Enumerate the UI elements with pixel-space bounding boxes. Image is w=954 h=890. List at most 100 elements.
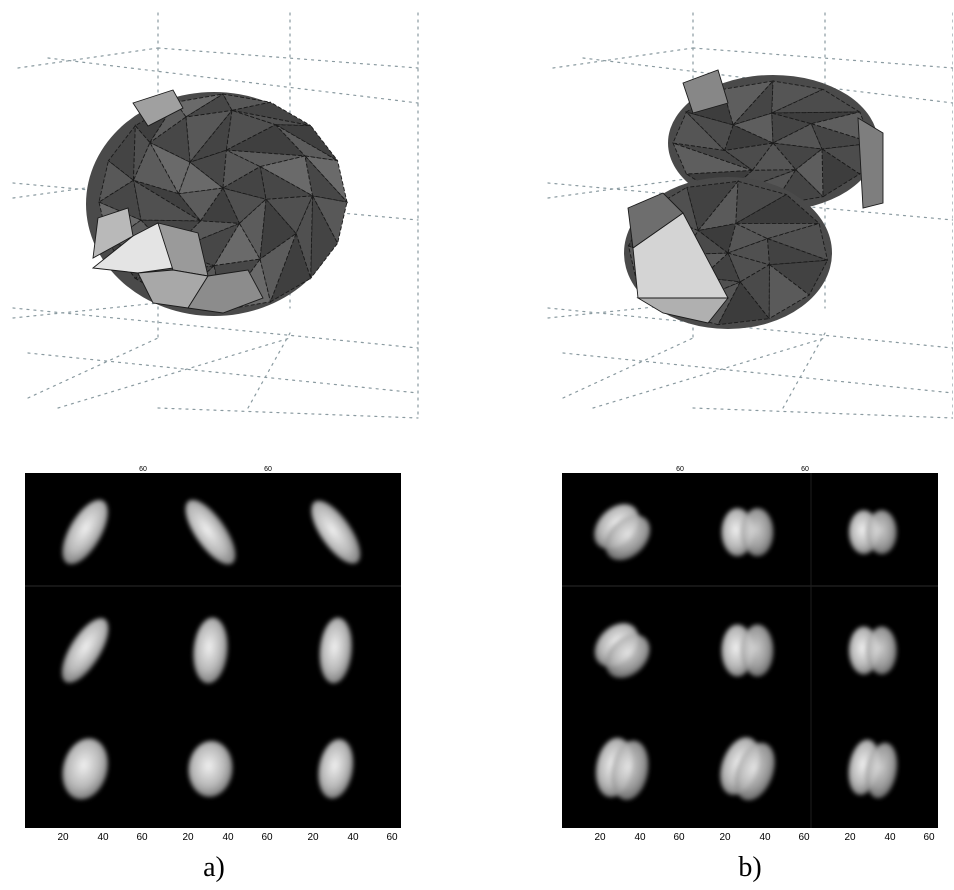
model-a-facet-53	[304, 154, 349, 203]
grid-line-u1	[17, 47, 159, 69]
grid-b-blob-5-lobe-2	[866, 626, 897, 675]
grid-line-f6	[247, 332, 291, 409]
model-a-facet-46	[185, 93, 233, 118]
model-a-light-2	[92, 207, 134, 259]
grid-line-u3	[157, 47, 419, 69]
grid-line-f3	[547, 307, 953, 349]
model-a-light-5	[132, 89, 184, 127]
grid-line-f1	[12, 302, 159, 319]
x-tick-b-6: 60	[798, 832, 810, 843]
grid-b-blob-7-lobe-2	[735, 742, 775, 801]
model-b-lower-facet-22	[734, 194, 821, 224]
model-a-facet-28	[295, 195, 314, 279]
grid-line-f7	[27, 337, 159, 399]
model-b-upper-facet-22	[771, 88, 862, 114]
x-tick-a-3: 60	[136, 832, 148, 843]
grid-line-f6	[782, 332, 826, 409]
model-b-light-5	[857, 117, 884, 209]
model-b-light-4	[682, 69, 729, 114]
grid-b-blob-1-lobe-2	[741, 508, 774, 557]
grid-a-blob-5	[319, 617, 353, 684]
model-3d-a-svg	[12, 12, 419, 419]
model-b-upper-facet-16	[672, 111, 726, 152]
model-a-facet-30	[259, 232, 297, 304]
model-a-facet-27	[310, 194, 339, 280]
model-b-light-3	[627, 192, 684, 249]
x-tick-a-4: 20	[182, 832, 194, 843]
grid-b-blob-0	[594, 504, 651, 561]
top-tick-a-2: 60	[264, 466, 272, 473]
x-tick-b-7: 20	[844, 832, 856, 843]
x-tick-b-4: 20	[719, 832, 731, 843]
grid-line-f7	[562, 337, 694, 399]
grid-b-blob-2-lobe-2	[866, 510, 897, 555]
grid-b-blob-3	[594, 623, 650, 678]
model-b-lower-facet-21	[735, 180, 788, 225]
grid-a-blob-8	[318, 739, 354, 799]
model-a-facet-42	[132, 124, 151, 181]
x-tick-a-5: 40	[222, 832, 234, 843]
x-tick-a-1: 20	[57, 832, 69, 843]
model-a-facet-51	[275, 124, 338, 162]
grid-b-blob-8	[848, 739, 898, 799]
x-tick-b-8: 40	[884, 832, 896, 843]
grid-line-u1	[552, 47, 694, 69]
caption-b: b)	[738, 852, 762, 883]
grid-b-blob-2	[848, 510, 897, 555]
grid-a-blob-2	[311, 500, 361, 564]
model-a-facet-23	[226, 149, 306, 168]
top-tick-b-2: 60	[801, 466, 809, 473]
grid-a-blob-1	[185, 499, 236, 565]
model-3d-b-svg	[547, 12, 953, 419]
grid-b-blob-4	[721, 624, 774, 677]
model-a-facet-10	[213, 222, 261, 267]
model-a-light-6	[187, 269, 264, 314]
caption-a: a)	[203, 852, 225, 883]
model-b-upper-facet-25	[810, 123, 874, 150]
projection-grid-a	[25, 473, 401, 828]
grid-b-blob-6	[595, 737, 649, 800]
grid-b-blob-7	[720, 737, 775, 801]
model-a-facet-48	[231, 101, 311, 127]
model-3d-b	[543, 8, 953, 423]
x-tick-b-2: 40	[634, 832, 646, 843]
grid-b-blob-0-lobe-2	[605, 515, 651, 561]
model-b-upper-facet-8	[821, 148, 861, 198]
grid-a-blob-3	[61, 618, 109, 683]
x-tick-a-9: 60	[386, 832, 398, 843]
x-tick-a-2: 40	[97, 832, 109, 843]
model-a-facet-15	[133, 179, 201, 222]
model-a-facet-25	[259, 165, 315, 200]
grid-b-blob-5	[848, 626, 897, 675]
x-tick-a-7: 20	[307, 832, 319, 843]
model-a-facet-6	[221, 165, 267, 200]
grid-line-f5	[157, 407, 419, 419]
grid-line-f3	[12, 307, 419, 349]
model-a-facet-29	[269, 232, 312, 303]
grid-a-blob-7	[188, 740, 233, 797]
grid-b-blob-1	[721, 508, 774, 557]
x-tick-a-6: 60	[261, 832, 273, 843]
x-tick-b-1: 20	[594, 832, 606, 843]
grid-a-blob-0	[62, 499, 108, 565]
grid-b-blob-8-lobe-2	[866, 742, 898, 799]
grid-line-f4	[592, 337, 826, 409]
x-tick-b-5: 40	[759, 832, 771, 843]
model-b-light-2	[636, 297, 729, 324]
grid-line-f2	[27, 352, 419, 394]
x-tick-a-8: 40	[347, 832, 359, 843]
grid-line-f2	[562, 352, 953, 394]
grid-line-u3	[692, 47, 953, 69]
model-b-upper-facet-19	[722, 80, 775, 126]
model-a-facet-22	[224, 124, 307, 157]
x-tick-b-3: 60	[673, 832, 685, 843]
projection-grid-b-svg	[562, 473, 938, 828]
grid-a-blob-4	[193, 617, 228, 684]
grid-line-f5	[692, 407, 953, 419]
grid-b-blob-4-lobe-2	[741, 624, 774, 677]
model-b-upper-facet-23	[771, 111, 860, 125]
x-tick-b-9: 60	[923, 832, 935, 843]
grid-b-blob-6-lobe-2	[611, 740, 649, 800]
projection-grid-b	[562, 473, 938, 828]
model-b-lower-facet-25	[767, 238, 828, 266]
